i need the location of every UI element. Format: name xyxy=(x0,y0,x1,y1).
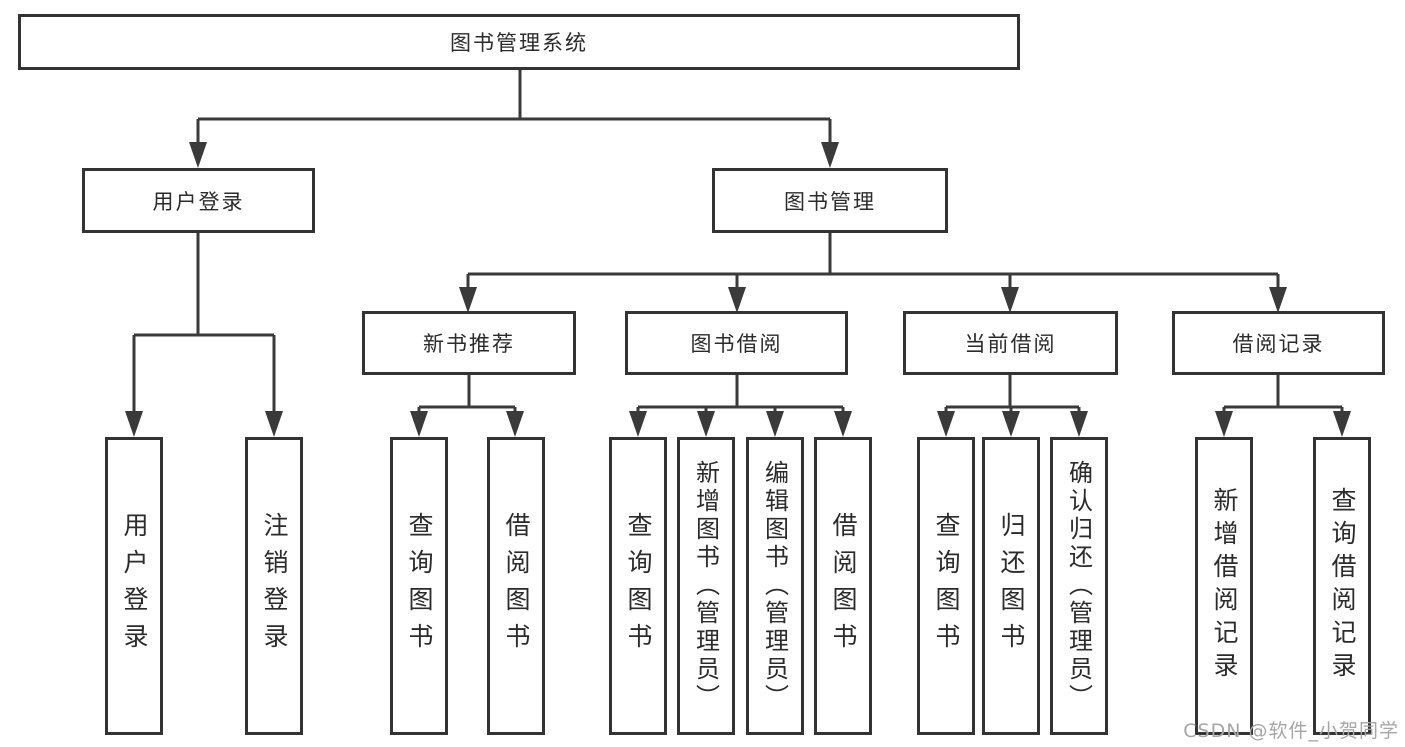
node-leaf-query-books-recommend: 查询图书 xyxy=(390,437,448,735)
node-leaf-return-books: 归还图书 xyxy=(982,437,1040,735)
node-leaf-borrow-books: 借阅图书 xyxy=(814,437,872,735)
node-leaf-edit-book-admin: 编辑图书（管理员） xyxy=(746,437,804,735)
node-leaf-add-borrow-record-label: 新增借阅记录 xyxy=(1210,487,1239,685)
node-current-borrowing-label: 当前借阅 xyxy=(964,332,1057,356)
node-current-borrowing: 当前借阅 xyxy=(903,311,1118,375)
node-leaf-query-books-borrowing: 查询图书 xyxy=(609,437,667,735)
node-leaf-add-borrow-record: 新增借阅记录 xyxy=(1195,437,1253,735)
arrowheads xyxy=(125,142,1351,437)
node-leaf-confirm-return-admin: 确认归还（管理员） xyxy=(1050,437,1108,735)
node-borrow-records-label: 借阅记录 xyxy=(1232,332,1325,356)
node-leaf-user-login-label: 用户登录 xyxy=(120,512,149,660)
node-leaf-add-book-admin: 新增图书（管理员） xyxy=(677,437,735,735)
node-leaf-edit-book-admin-label: 编辑图书（管理员） xyxy=(760,460,789,712)
node-library-system-label: 图书管理系统 xyxy=(450,31,588,55)
node-book-borrowing: 图书借阅 xyxy=(625,311,848,375)
csdn-watermark: CSDN @软件_小贺同学 xyxy=(1183,720,1399,742)
node-leaf-query-books-current-label: 查询图书 xyxy=(932,512,961,660)
node-leaf-query-borrow-record: 查询借阅记录 xyxy=(1313,437,1371,735)
node-new-book-recommend: 新书推荐 xyxy=(362,311,576,375)
node-leaf-user-login: 用户登录 xyxy=(105,437,163,735)
node-leaf-borrow-books-recommend: 借阅图书 xyxy=(487,437,545,735)
node-leaf-borrow-books-recommend-label: 借阅图书 xyxy=(502,512,531,660)
node-user-login: 用户登录 xyxy=(82,168,315,233)
node-leaf-query-books-current: 查询图书 xyxy=(917,437,975,735)
node-book-management: 图书管理 xyxy=(712,168,948,233)
node-user-login-label: 用户登录 xyxy=(152,189,245,214)
node-new-book-recommend-label: 新书推荐 xyxy=(423,332,515,356)
node-borrow-records: 借阅记录 xyxy=(1172,311,1385,375)
node-book-management-label: 图书管理 xyxy=(784,189,876,214)
connector-strokes xyxy=(132,70,1344,414)
node-book-borrowing-label: 图书借阅 xyxy=(690,332,783,356)
node-leaf-add-book-admin-label: 新增图书（管理员） xyxy=(691,460,720,712)
node-leaf-query-borrow-record-label: 查询借阅记录 xyxy=(1328,487,1357,685)
node-leaf-query-books-borrowing-label: 查询图书 xyxy=(624,512,653,660)
node-leaf-borrow-books-label: 借阅图书 xyxy=(829,512,858,660)
node-library-system: 图书管理系统 xyxy=(18,14,1020,70)
node-leaf-confirm-return-admin-label: 确认归还（管理员） xyxy=(1064,460,1093,712)
node-leaf-logout: 注销登录 xyxy=(245,437,303,735)
node-leaf-return-books-label: 归还图书 xyxy=(997,512,1026,660)
node-leaf-query-books-recommend-label: 查询图书 xyxy=(405,512,434,660)
node-leaf-logout-label: 注销登录 xyxy=(260,512,289,660)
